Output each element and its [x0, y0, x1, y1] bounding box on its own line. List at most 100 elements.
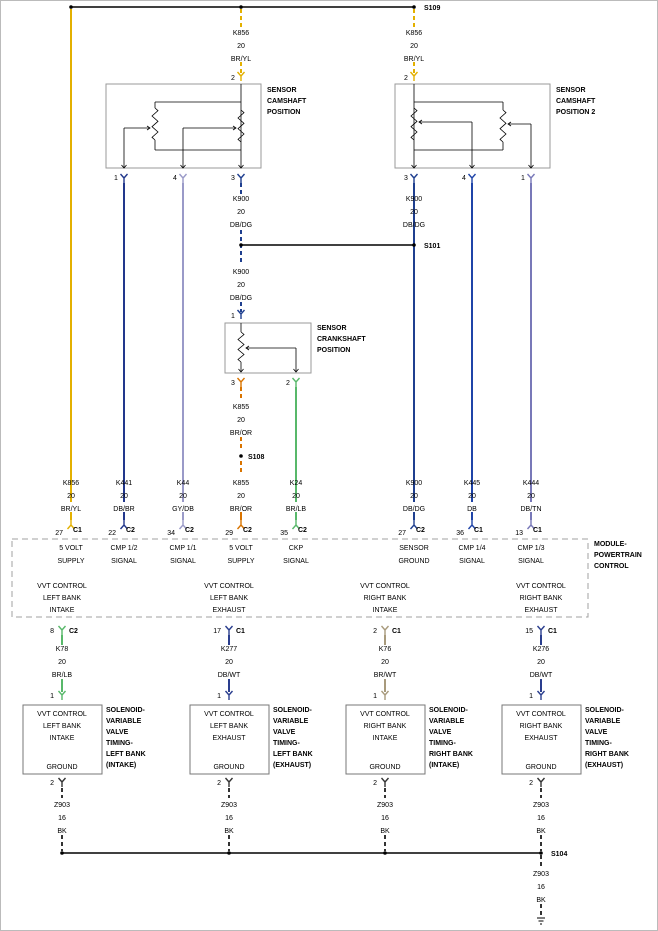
cmp2-resistor-a — [410, 107, 418, 141]
ckp-wiper — [245, 345, 296, 351]
pcm-wire-label-1-circuit: K441 — [116, 480, 132, 487]
pcm-pin-number: 27 — [55, 530, 63, 537]
solenoid-title-line: SOLENOID- — [429, 707, 469, 714]
solenoid-pcm-pin-number: 15 — [525, 628, 533, 635]
solenoid-pin1-terminal — [380, 690, 390, 700]
pcm-function-line1: CMP 1/1 — [169, 545, 196, 552]
solenoid-title-line: VALVE — [429, 729, 452, 736]
pcm-vvt-label: VVT CONTROL — [516, 583, 566, 590]
ckp-pin1-label: 1 — [231, 313, 235, 320]
label-k856-b-circuit: K856 — [406, 30, 422, 37]
ground-wire-label-color: BK — [224, 828, 234, 835]
cmp1-title-line: CAMSHAFT — [267, 98, 307, 105]
solenoid-title-line: SOLENOID- — [106, 707, 146, 714]
pcm-function-line1: 5 VOLT — [229, 545, 253, 552]
pcm-function-line2: SUPPLY — [227, 558, 254, 565]
solenoid-pin2-terminal — [57, 777, 67, 787]
solenoid-title-line: VARIABLE — [106, 718, 142, 725]
solenoid-feed-label-circuit: K276 — [533, 646, 549, 653]
splice-s109-label: S109 — [424, 5, 440, 12]
s108-node — [239, 454, 243, 458]
pcm-wire-label-6-color: DB — [467, 506, 477, 513]
final-ground-label-color: BK — [536, 897, 546, 904]
ckp-sensor-box — [224, 322, 312, 374]
solenoid-inner-label: EXHAUST — [212, 735, 246, 742]
cmp2-pin3-terminal — [409, 173, 419, 183]
solenoid-feed-label-gauge: 20 — [381, 659, 389, 666]
solenoid-title-line: VARIABLE — [273, 718, 309, 725]
pcm-vvt-label: INTAKE — [373, 607, 398, 614]
pcm-pin-number: 29 — [225, 530, 233, 537]
cmp2-out-arrow-1 — [528, 164, 534, 169]
solenoid-ground-label: GROUND — [46, 764, 77, 771]
solenoid-inner-label: RIGHT BANK — [520, 723, 563, 730]
solenoid-inner-label: RIGHT BANK — [364, 723, 407, 730]
solenoid-pin1-terminal — [224, 690, 234, 700]
ckp-pin1-terminal — [236, 309, 246, 319]
pcm-module-boundary — [11, 538, 589, 618]
solenoid-title-line: (EXHAUST) — [585, 762, 623, 769]
solenoid-pin1-label: 1 — [217, 693, 221, 700]
solenoid-title-line: TIMING- — [585, 740, 612, 747]
solenoid-pin1-label: 1 — [529, 693, 533, 700]
pcm-vvt-label: RIGHT BANK — [364, 595, 407, 602]
cmp1-wiper-b — [183, 125, 237, 131]
solenoid-inner-label: VVT CONTROL — [516, 711, 566, 718]
pcm-wire-label-3-circuit: K855 — [233, 480, 249, 487]
solenoid-title-line: SOLENOID- — [273, 707, 313, 714]
solenoid-pin1-terminal — [57, 690, 67, 700]
pcm-pin-terminal-4 — [291, 520, 301, 530]
solenoid-pcm-pin-terminal — [380, 625, 390, 635]
pcm-wire-label-2-circuit: K44 — [177, 480, 190, 487]
label-k900-a-gauge: 20 — [237, 209, 245, 216]
pcm-wire-label-0-circuit: K856 — [63, 480, 79, 487]
cmp1-out-arrow-3 — [238, 164, 244, 169]
solenoid-feed-label-circuit: K76 — [379, 646, 392, 653]
solenoid-pin2-label: 2 — [373, 780, 377, 787]
solenoid-feed-label-circuit: K78 — [56, 646, 69, 653]
ckp-pin2-terminal — [291, 377, 301, 387]
solenoid-title-line: VARIABLE — [429, 718, 465, 725]
solenoid-feed-label-color: BR/WT — [374, 672, 397, 679]
pcm-wire-label-5-gauge: 20 — [410, 493, 418, 500]
cmp1-resistor-b — [237, 109, 245, 143]
solenoid-ground-label: GROUND — [213, 764, 244, 771]
solenoid-title-line: TIMING- — [106, 740, 133, 747]
pcm-wire-label-2-color: GY/DB — [172, 506, 194, 513]
splice-s104-label: S104 — [551, 851, 567, 858]
cmp1-pin4-terminal — [178, 173, 188, 183]
solenoid-pin1-label: 1 — [50, 693, 54, 700]
solenoid-ground-label: GROUND — [525, 764, 556, 771]
cmp1-out-arrow-1 — [121, 164, 127, 169]
pcm-function-line1: CKP — [289, 545, 304, 552]
pcm-vvt-label: EXHAUST — [524, 607, 558, 614]
ckp-title-line: SENSOR — [317, 325, 347, 332]
cmp1-pin3-label: 3 — [231, 175, 235, 182]
pcm-connector-id: C2 — [126, 527, 135, 534]
solenoid-pcm-pin-number: 8 — [50, 628, 54, 635]
ground-wire-label-circuit: Z903 — [221, 802, 237, 809]
solenoid-title-line: (INTAKE) — [106, 762, 136, 769]
pcm-function-line1: SENSOR — [399, 545, 429, 552]
pcm-vvt-label: VVT CONTROL — [37, 583, 87, 590]
pcm-pin-terminal-2 — [178, 520, 188, 530]
pcm-function-line1: CMP 1/3 — [517, 545, 544, 552]
pcm-function-line2: SIGNAL — [283, 558, 309, 565]
solenoid-title-line: TIMING- — [429, 740, 456, 747]
solenoid-title-line: TIMING- — [273, 740, 300, 747]
solenoid-feed-label-circuit: K277 — [221, 646, 237, 653]
label-k900-b-color: DB/DG — [403, 222, 425, 229]
pcm-wire-label-4-circuit: K24 — [290, 480, 303, 487]
cmp2-wiper-b — [507, 121, 531, 127]
cmp2-pin2-label: 2 — [404, 75, 408, 82]
label-k900-c-gauge: 20 — [237, 282, 245, 289]
pcm-wire-label-0-gauge: 20 — [67, 493, 75, 500]
solenoid-title-line: RIGHT BANK — [429, 751, 473, 758]
cmp1-title-line: SENSOR — [267, 87, 297, 94]
cmp2-pin1-label: 1 — [521, 175, 525, 182]
pcm-connector-id: C1 — [73, 527, 82, 534]
pcm-wire-label-6-gauge: 20 — [468, 493, 476, 500]
pcm-connector-id: C2 — [416, 527, 425, 534]
ckp-pin3-label: 3 — [231, 380, 235, 387]
s109-node-mid — [239, 5, 243, 9]
